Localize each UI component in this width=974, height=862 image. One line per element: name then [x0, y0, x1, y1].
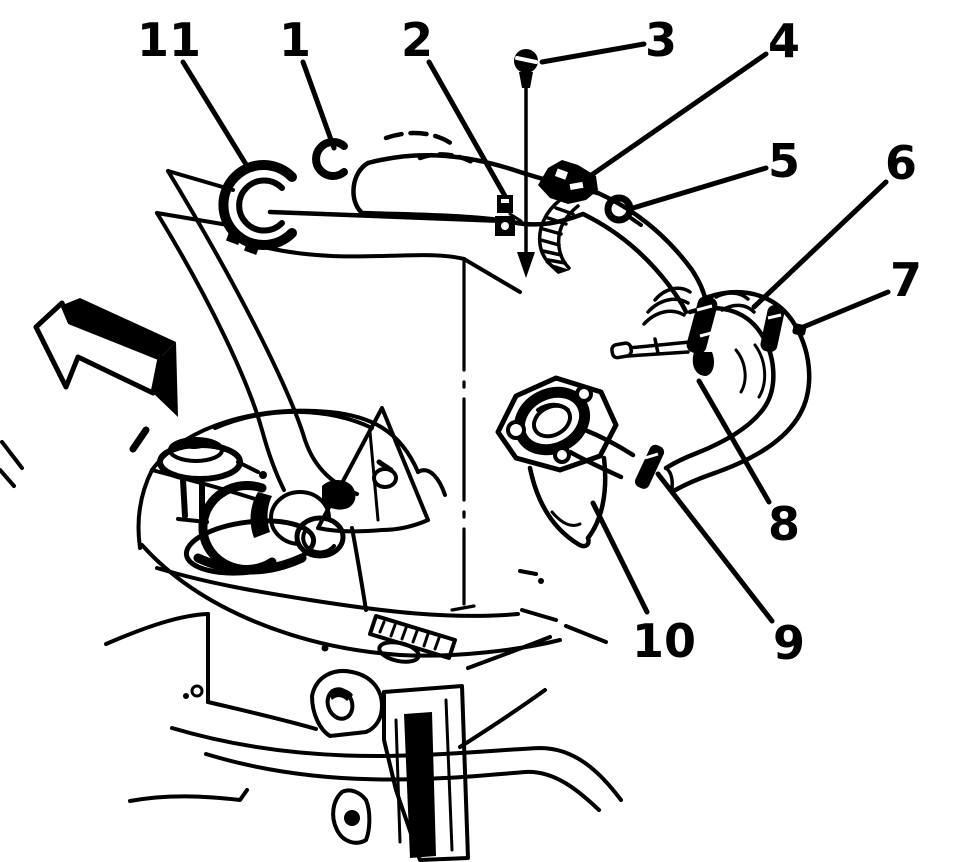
callout-leader-2: [426, 59, 508, 199]
filler-neck: [495, 375, 636, 549]
bolt: [514, 49, 538, 278]
callout-label-1: 1: [279, 13, 311, 67]
callout-leader-7: [793, 289, 891, 333]
callout-label-6: 6: [885, 136, 917, 190]
filler-hose: [642, 286, 812, 495]
centerline: [450, 260, 476, 612]
small-clamp: [604, 194, 643, 227]
pipe-bracket: [538, 160, 598, 204]
callout-leader-5: [630, 165, 769, 211]
callout-label-5: 5: [768, 134, 800, 188]
callout-label-11: 11: [137, 13, 201, 67]
callout-leader-8: [696, 378, 772, 505]
callout-leader-1: [300, 59, 337, 151]
direction-arrow-icon: [33, 298, 178, 417]
frame-rails: [104, 566, 623, 812]
mount-bracket: [310, 669, 470, 862]
callout-label-2: 2: [401, 13, 433, 67]
callout-leader-10: [590, 500, 650, 615]
callout-leader-6: [751, 179, 889, 310]
callout-label-10: 10: [632, 614, 696, 668]
callout-leader-4: [587, 51, 769, 179]
c-clip: [312, 138, 348, 180]
callout-leader-11: [180, 59, 250, 169]
filler-pipe: [267, 130, 709, 315]
callout-label-7: 7: [890, 253, 922, 307]
fuel-label-plate: [368, 614, 457, 664]
callout-label-9: 9: [773, 616, 805, 670]
vent-hose: [537, 198, 580, 274]
callout-label-4: 4: [768, 14, 800, 68]
pipe-clip: [495, 195, 523, 236]
callout-leader-3: [539, 41, 647, 65]
hose-clamp-9: [635, 444, 665, 489]
pipe-retainer-clamp: [218, 160, 297, 255]
callout-leader-9: [655, 471, 775, 624]
hose-clamp-6: [610, 296, 718, 376]
body-panel-edges: [0, 169, 522, 496]
fuel-tank: [136, 406, 562, 658]
callout-label-8: 8: [768, 497, 800, 551]
callout-label-3: 3: [645, 13, 677, 67]
